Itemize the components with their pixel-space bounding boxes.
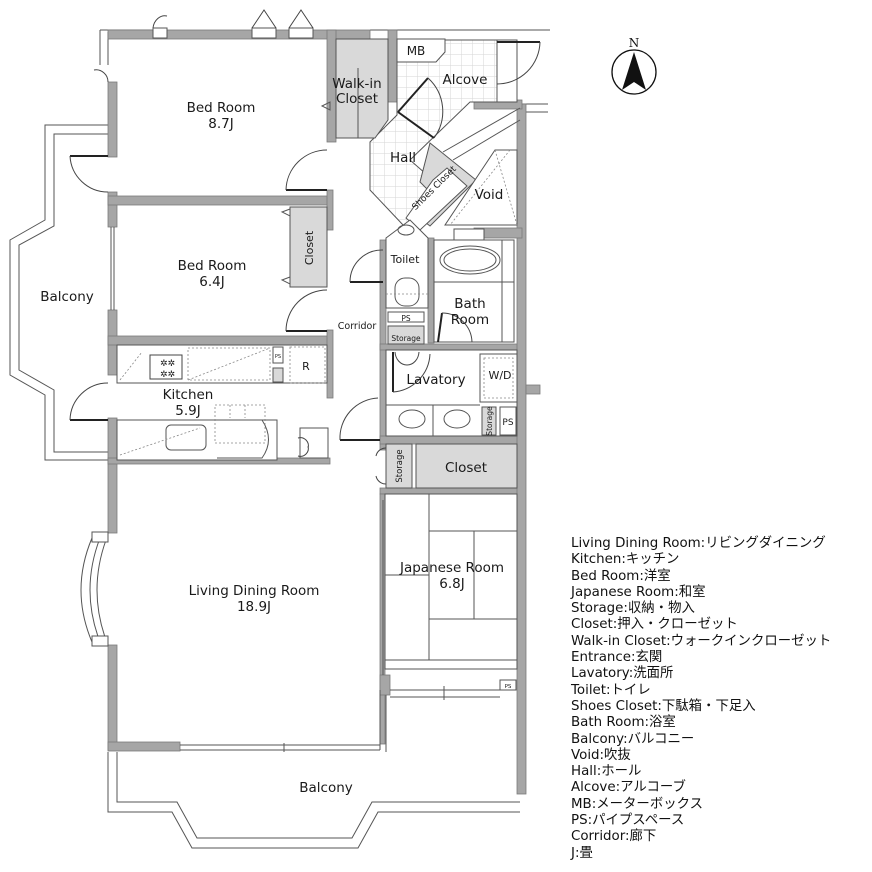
legend-item: PS:パイプスペース — [571, 813, 685, 829]
south-balcony-railing — [107, 752, 520, 849]
legend-item: Entrance:玄関 — [571, 650, 663, 666]
corridor-label: Corridor — [338, 321, 377, 332]
balcony-west-label: Balcony — [40, 289, 94, 305]
svg-text:✲✲: ✲✲ — [160, 370, 175, 380]
svg-text:✲✲: ✲✲ — [160, 359, 175, 369]
legend-item: Toilet:トイレ — [571, 682, 651, 698]
closet-main-label: Closet — [445, 460, 487, 476]
wd-label: W/D — [488, 369, 511, 382]
ps-japanese-label: PS — [505, 684, 512, 690]
living-dining-size: 18.9J — [237, 599, 271, 615]
storage-entry-label: Storage — [395, 449, 405, 482]
refrigerator-label: R — [302, 360, 310, 373]
japanese-room-size: 6.8J — [439, 576, 464, 592]
legend-item: J:畳 — [571, 845, 593, 861]
legend: Living Dining Room:リビングダイニング Kitchen:キッチ… — [571, 536, 831, 862]
north-compass-icon: N — [611, 36, 657, 95]
hall-label: Hall — [390, 150, 416, 166]
storage-lavatory-label: Storage — [485, 406, 494, 436]
ps-kitchen-label: PS — [275, 354, 281, 360]
walk-in-closet-label-1: Walk-in — [332, 76, 382, 92]
lavatory-label: Lavatory — [406, 372, 465, 388]
storage-toilet-label: Storage — [391, 334, 421, 343]
living-dining-label: Living Dining Room — [189, 583, 320, 599]
legend-item: Bath Room:浴室 — [571, 715, 676, 731]
legend-item: MB:メーターボックス — [571, 796, 703, 812]
toilet-label: Toilet — [390, 253, 420, 266]
ps-lavatory-label: PS — [502, 418, 513, 428]
legend-item: Living Dining Room:リビングダイニング — [571, 536, 826, 551]
walk-in-closet-area — [335, 38, 389, 139]
bath-room-label-2: Room — [451, 312, 489, 328]
bed-room-1-size: 8.7J — [208, 116, 233, 132]
bed-room-2-size: 6.4J — [199, 274, 224, 290]
ps-toilet-label: PS — [401, 314, 411, 323]
legend-item: Kitchen:キッチン — [571, 552, 680, 568]
legend-item: Bed Room:洋室 — [571, 568, 671, 584]
legend-item: Balcony:バルコニー — [571, 731, 695, 747]
legend-item: Corridor:廊下 — [571, 829, 657, 845]
bed-room-1-label: Bed Room — [187, 100, 256, 116]
closet-bed2-label: Closet — [303, 230, 316, 265]
kitchen-label: Kitchen — [163, 387, 214, 403]
compass-north-label: N — [629, 36, 640, 50]
legend-item: Shoes Closet:下駄箱・下足入 — [571, 698, 756, 714]
kitchen-size: 5.9J — [175, 403, 200, 419]
legend-item: Storage:収納・物入 — [571, 601, 695, 617]
walk-in-closet-label-2: Closet — [336, 91, 378, 107]
balcony-south-label: Balcony — [299, 780, 353, 796]
void-label: Void — [475, 187, 504, 203]
bath-room-label-1: Bath — [454, 296, 485, 312]
bed-room-2-label: Bed Room — [178, 258, 247, 274]
legend-item: Alcove:アルコーブ — [571, 780, 686, 796]
legend-item: Japanese Room:和室 — [571, 584, 706, 600]
japanese-room-label: Japanese Room — [399, 560, 504, 576]
legend-item: Walk-in Closet:ウォークインクローゼット — [571, 633, 832, 649]
alcove-label: Alcove — [443, 72, 488, 88]
legend-item: Hall:ホール — [571, 764, 642, 780]
legend-item: Closet:押入・クローゼット — [571, 617, 738, 633]
legend-item: Lavatory:洗面所 — [571, 666, 674, 682]
west-balcony-railing — [9, 124, 108, 461]
mb-label: MB — [407, 44, 426, 58]
legend-item: Void:吹抜 — [571, 747, 631, 763]
